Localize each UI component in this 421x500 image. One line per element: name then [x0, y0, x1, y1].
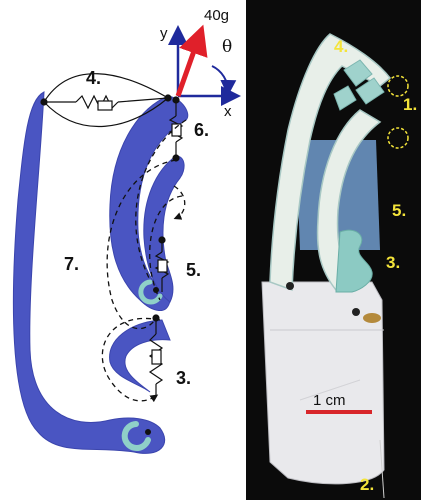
- force-label: 40g: [204, 7, 229, 24]
- pin-left: [286, 282, 294, 290]
- coordinate-axes: [168, 25, 241, 106]
- photo-label-4: 4.: [334, 37, 348, 56]
- angle-arc: [211, 65, 237, 96]
- pin-gold: [363, 313, 381, 323]
- prototype-photo: 1 cm 4. 1. 5. 3. 2.: [246, 0, 421, 500]
- base-plate: [261, 281, 385, 485]
- spring-damper-5: [154, 236, 170, 292]
- photo-label-5: 5.: [392, 201, 406, 220]
- tendon-paths: [101, 119, 187, 403]
- spring-damper-6: [168, 96, 184, 162]
- finger-frame: [269, 33, 392, 292]
- kinematic-schematic: 40g y x θ 4. 6. 5. 7. 3.: [12, 7, 241, 454]
- label-7: 7.: [64, 254, 79, 274]
- scale-bar-label: 1 cm: [313, 392, 346, 409]
- force-vector: [175, 24, 208, 97]
- link-5-body: [143, 155, 185, 303]
- label-5: 5.: [186, 260, 201, 280]
- joint-marker-base: [121, 421, 151, 451]
- finger-wave-guide: [335, 229, 373, 293]
- photo-label-2: 2.: [360, 475, 374, 494]
- label-6: 6.: [194, 120, 209, 140]
- photo-label-3: 3.: [386, 253, 400, 272]
- axis-y-label: y: [160, 25, 168, 42]
- axis-x-label: x: [224, 103, 232, 120]
- finger-lattice: [333, 59, 385, 111]
- joint-circle-upper: [387, 75, 409, 97]
- label-4: 4.: [86, 68, 101, 88]
- angle-label: θ: [222, 37, 232, 57]
- link-3-body: [109, 319, 171, 393]
- label-3: 3.: [176, 368, 191, 388]
- pin-right: [352, 308, 360, 316]
- spring-damper-4: [40, 73, 172, 128]
- photo-label-1: 1.: [403, 95, 417, 114]
- joint-circle-lower: [387, 127, 409, 149]
- link-7-body: [12, 91, 166, 454]
